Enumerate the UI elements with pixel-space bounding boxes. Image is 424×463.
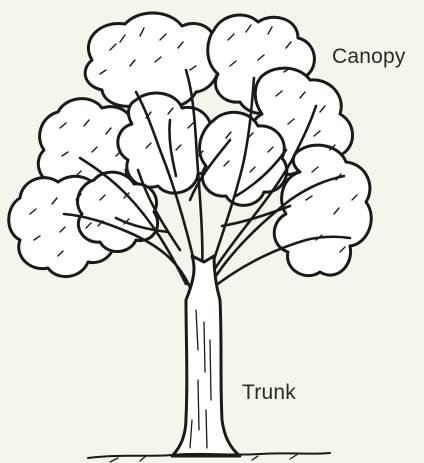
- canopy-label: Canopy: [332, 45, 406, 69]
- trunk-shape: [172, 256, 240, 456]
- trunk-label: Trunk: [242, 381, 296, 405]
